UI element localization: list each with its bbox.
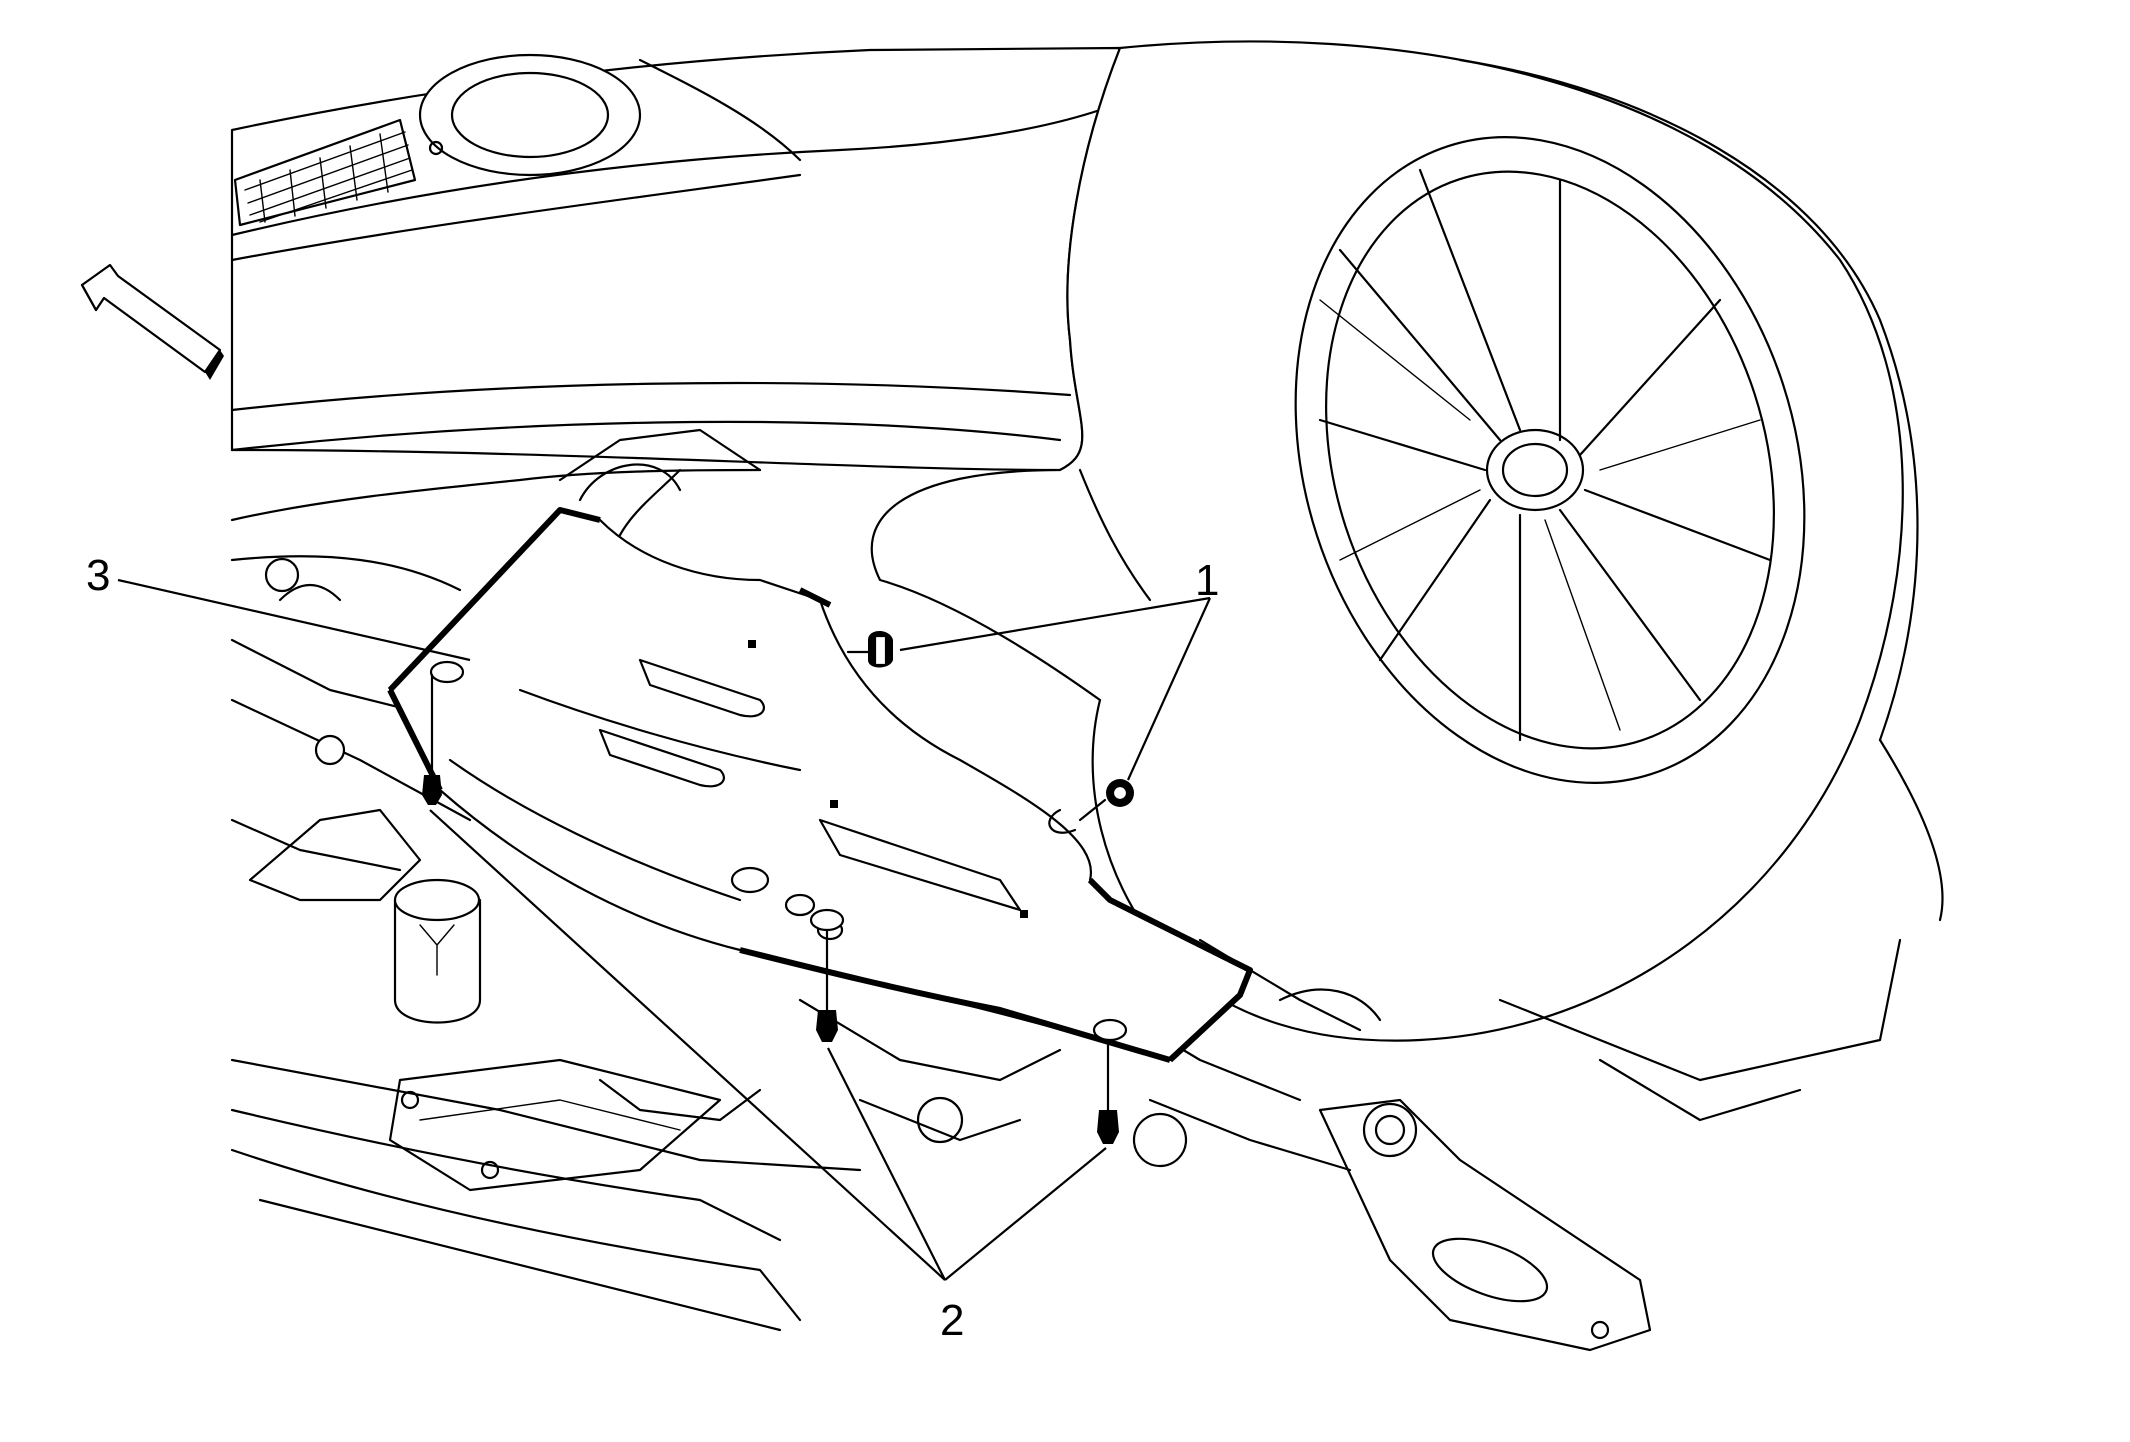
fog-lamp	[418, 53, 642, 177]
oil-filter	[393, 878, 482, 1024]
front-direction-arrow-icon	[80, 263, 224, 380]
callout-2: 2	[940, 1296, 964, 1345]
splash-shield	[387, 507, 1253, 1063]
bolt-icon	[422, 673, 442, 805]
front-fascia	[230, 46, 1122, 472]
lower-control-arm	[1318, 1098, 1652, 1352]
callout-3: 3	[86, 551, 110, 600]
bolt-icon	[816, 928, 838, 1042]
push-pin-retainer-icon	[846, 631, 893, 668]
callout-1: 1	[1195, 556, 1219, 605]
fender-liner	[1458, 58, 1944, 1122]
callout-leaders	[117, 578, 1212, 1281]
bolt-icon	[1097, 1038, 1119, 1144]
engine-compartment-detail	[230, 428, 1382, 1332]
lower-grille	[233, 118, 417, 227]
push-pin-retainer-icon	[1048, 779, 1134, 834]
